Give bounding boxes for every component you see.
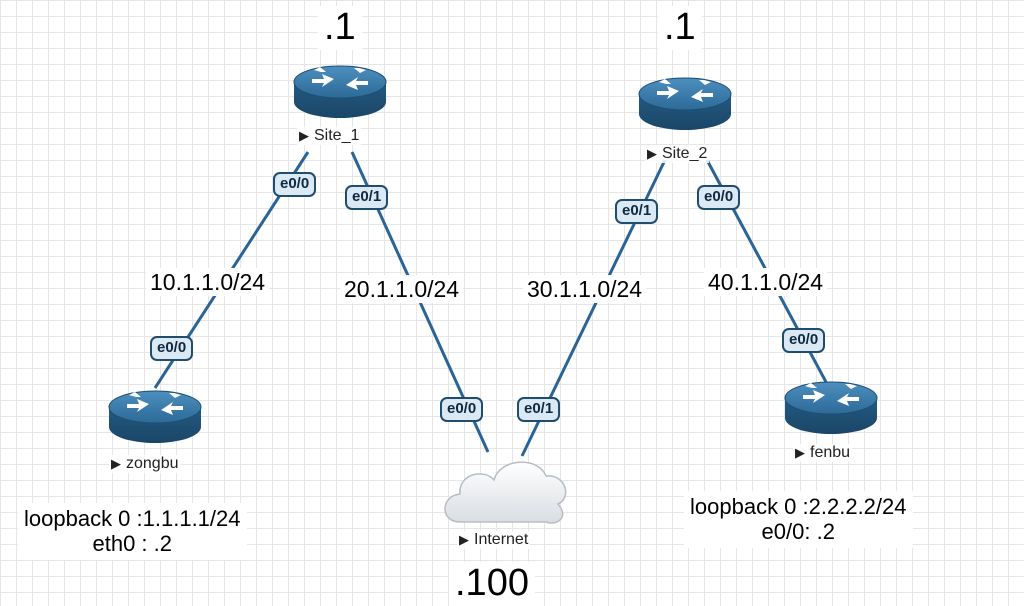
zongbu-eth0: eth0 : .2 (92, 531, 172, 557)
node-label-site1[interactable]: ▶ Site_1 (297, 127, 362, 145)
port-fenbu-e0-0[interactable]: e0/0 (782, 328, 826, 353)
expand-triangle-icon: ▶ (795, 445, 805, 460)
router-fenbu-icon[interactable] (784, 381, 878, 435)
port-site1-e0-1[interactable]: e0/1 (345, 185, 389, 210)
fenbu-info: loopback 0 :2.2.2.2/24 e0/0: .2 (684, 491, 913, 548)
site2-host-address: .1 (658, 6, 702, 50)
network-label-link1: 10.1.1.0/24 (146, 268, 270, 297)
node-name-fenbu: fenbu (810, 444, 851, 461)
network-label-link2: 20.1.1.0/24 (340, 275, 464, 304)
expand-triangle-icon: ▶ (459, 532, 469, 547)
zongbu-loopback: loopback 0 :1.1.1.1/24 (24, 506, 241, 531)
network-label-link4: 40.1.1.0/24 (704, 268, 828, 297)
expand-triangle-icon: ▶ (111, 456, 121, 471)
cloud-internet-icon[interactable] (444, 461, 567, 524)
zongbu-info: loopback 0 :1.1.1.1/24 eth0 : .2 (18, 503, 247, 560)
router-site2-icon[interactable] (638, 77, 732, 131)
node-name-zongbu: zongbu (126, 455, 179, 472)
expand-triangle-icon: ▶ (647, 146, 657, 161)
node-name-site1: Site_1 (314, 127, 360, 144)
node-name-site2: Site_2 (662, 145, 708, 162)
router-site1-icon[interactable] (293, 65, 387, 119)
fenbu-loopback: loopback 0 :2.2.2.2/24 (690, 494, 907, 519)
port-zongbu-e0-0[interactable]: e0/0 (150, 336, 194, 361)
port-internet-e0-0[interactable]: e0/0 (440, 397, 484, 422)
node-label-internet[interactable]: ▶ Internet (457, 531, 531, 549)
internet-host-address: .100 (449, 562, 535, 606)
router-zongbu-icon[interactable] (108, 390, 202, 444)
expand-triangle-icon: ▶ (299, 128, 309, 143)
node-label-zongbu[interactable]: ▶ zongbu (109, 455, 181, 473)
node-label-site2[interactable]: ▶ Site_2 (645, 145, 710, 163)
network-label-link3: 30.1.1.0/24 (523, 275, 647, 304)
port-site2-e0-0[interactable]: e0/0 (697, 185, 741, 210)
site1-host-address: .1 (318, 6, 362, 50)
fenbu-e00: e0/0: .2 (761, 519, 835, 545)
node-name-internet: Internet (474, 531, 529, 548)
port-internet-e0-1[interactable]: e0/1 (517, 397, 561, 422)
port-site1-e0-0[interactable]: e0/0 (273, 172, 317, 197)
port-site2-e0-1[interactable]: e0/1 (615, 199, 659, 224)
node-label-fenbu[interactable]: ▶ fenbu (793, 444, 853, 462)
